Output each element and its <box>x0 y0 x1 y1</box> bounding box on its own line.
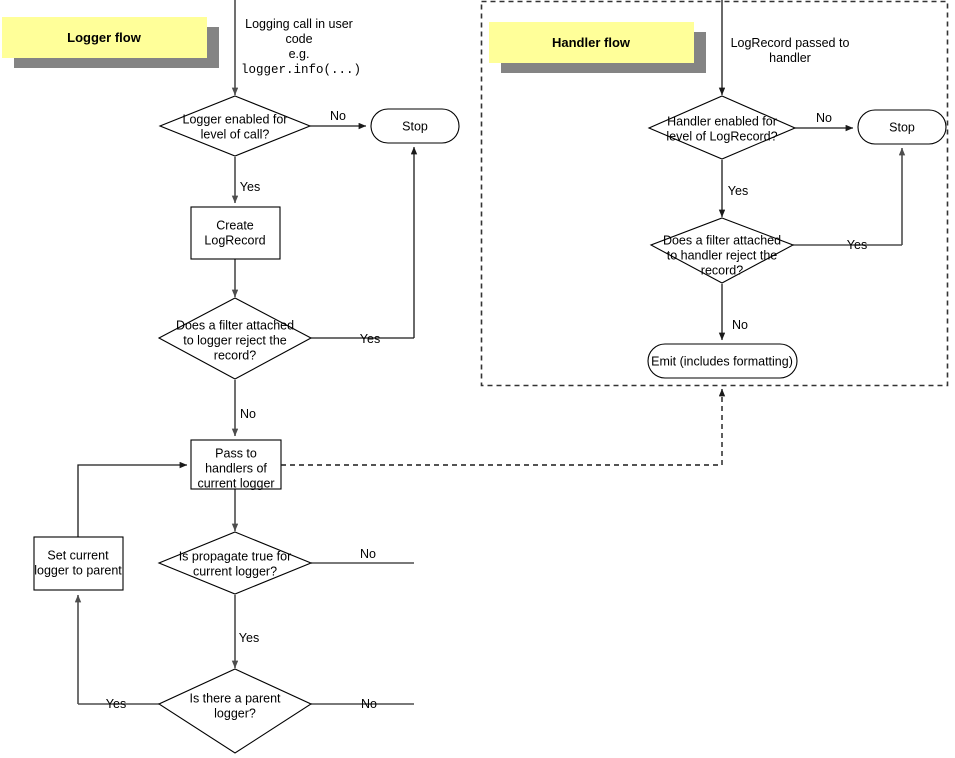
handler-flow-panel-border <box>480 0 949 387</box>
node-handler-enabled-line2: level of LogRecord? <box>666 129 777 143</box>
edge-dashed-passtohandlers-to-handlerflow <box>281 388 726 466</box>
edge-label-handler-filter-no: No <box>732 318 748 332</box>
node-logger-stop-label: Stop <box>402 119 428 133</box>
node-set-parent-line1: Set current <box>47 548 109 562</box>
edge-label-handler-filter-yes: Yes <box>847 238 867 252</box>
node-create-logrecord[interactable]: Create LogRecord <box>190 206 281 260</box>
handler-flow-title: Handler flow <box>489 22 706 73</box>
logger-flow-title-label: Logger flow <box>67 30 142 45</box>
entry-label-line3: e.g. <box>289 47 310 61</box>
node-has-parent-line1: Is there a parent <box>189 691 281 705</box>
node-pass-to-handlers-line2: handlers of <box>205 461 267 475</box>
node-create-logrecord-line1: Create <box>216 218 254 232</box>
edge-label-logger-enabled-no: No <box>330 109 346 123</box>
edge-setparent-to-passtohandlers <box>77 461 188 537</box>
entry-label-line2: code <box>285 32 312 46</box>
node-is-propagate-true[interactable]: Is propagate true for current logger? <box>157 531 313 595</box>
node-logger-enabled-line1: Logger enabled for <box>183 112 288 126</box>
edge-label-hasparent-no: No <box>361 697 377 711</box>
node-handler-filter-line1: Does a filter attached <box>663 233 781 247</box>
node-logger-filter-line2: to logger reject the <box>183 333 287 347</box>
node-create-logrecord-line2: LogRecord <box>204 233 265 247</box>
node-propagate-line2: current logger? <box>193 564 277 578</box>
node-logger-enabled-line2: level of call? <box>201 127 270 141</box>
node-set-parent-line2: logger to parent <box>34 563 122 577</box>
logger-flow-title: Logger flow <box>2 17 219 68</box>
node-handler-filter-line2: to handler reject the <box>667 248 778 262</box>
node-handler-stop[interactable]: Stop <box>857 109 947 145</box>
handler-entry-label-line2: handler <box>769 51 811 65</box>
node-handler-filter-line3: record? <box>701 263 743 277</box>
node-handler-filter-reject[interactable]: Does a filter attached to handler reject… <box>649 217 795 284</box>
node-set-current-logger-to-parent[interactable]: Set current logger to parent <box>33 536 124 591</box>
edge-label-propagate-yes: Yes <box>239 631 259 645</box>
node-emit[interactable]: Emit (includes formatting) <box>647 343 798 379</box>
edge-label-handler-enabled-no: No <box>816 111 832 125</box>
edge-label-hasparent-yes: Yes <box>106 697 126 711</box>
node-pass-to-handlers-line1: Pass to <box>215 446 257 460</box>
handler-flow-title-label: Handler flow <box>552 35 631 50</box>
node-logger-stop[interactable]: Stop <box>370 108 460 144</box>
node-has-parent-line2: logger? <box>214 706 256 720</box>
node-emit-label: Emit (includes formatting) <box>651 354 793 368</box>
edge-label-propagate-no: No <box>360 547 376 561</box>
edge-label-logger-filter-no: No <box>240 407 256 421</box>
node-logger-filter-line3: record? <box>214 348 256 362</box>
node-handler-enabled-for-level[interactable]: Handler enabled for level of LogRecord? <box>647 95 797 160</box>
node-propagate-line1: Is propagate true for <box>179 549 292 563</box>
handler-flow-title-box <box>489 22 694 63</box>
node-logger-filter-reject[interactable]: Does a filter attached to logger reject … <box>157 297 313 380</box>
handler-entry-annotation: LogRecord passed to handler <box>731 36 850 65</box>
node-logger-enabled-for-level[interactable]: Logger enabled for level of call? <box>158 95 312 157</box>
logger-entry-annotation: Logging call in user code e.g. logger.in… <box>241 17 361 77</box>
edge-label-logger-filter-yes: Yes <box>360 332 380 346</box>
node-is-there-parent-logger[interactable]: Is there a parent logger? <box>157 668 313 754</box>
node-logger-filter-line1: Does a filter attached <box>176 318 294 332</box>
logger-flow-title-box <box>2 17 207 58</box>
entry-label-line1: Logging call in user <box>245 17 353 31</box>
edge-label-handler-enabled-yes: Yes <box>728 184 748 198</box>
node-handler-stop-label: Stop <box>889 120 915 134</box>
node-handler-enabled-line1: Handler enabled for <box>667 114 777 128</box>
handler-entry-label-line1: LogRecord passed to <box>731 36 850 50</box>
edge-label-logger-enabled-yes: Yes <box>240 180 260 194</box>
node-pass-to-handlers-line3: current logger <box>197 476 274 490</box>
node-pass-to-handlers[interactable]: Pass to handlers of current logger <box>190 439 282 490</box>
entry-label-code: logger.info(...) <box>241 63 361 77</box>
